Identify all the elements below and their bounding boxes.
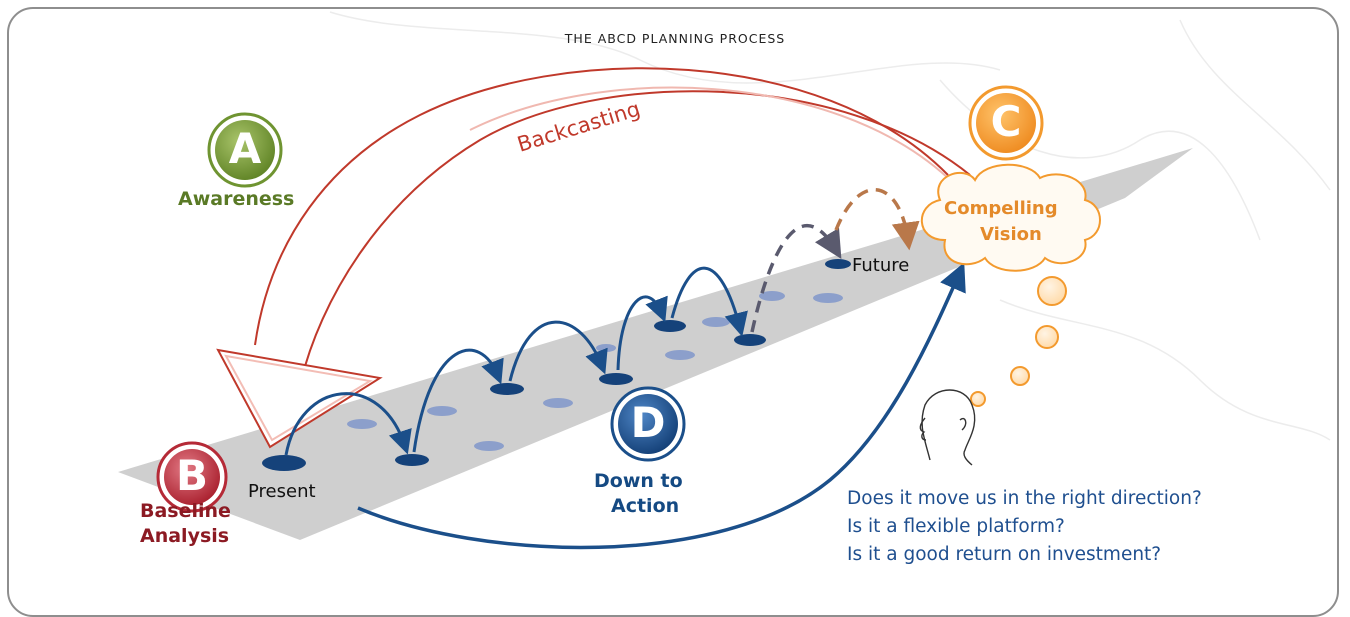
future-label: Future <box>852 255 910 276</box>
question-return: Is it a good return on investment? <box>847 544 1162 565</box>
path-dots <box>347 291 843 451</box>
step-d-letter: D <box>630 398 666 447</box>
backcasting-arrows <box>216 67 971 449</box>
step-c-letter: C <box>990 97 1022 146</box>
abcd-diagram: Backcasting <box>118 11 1331 550</box>
vision-cloud <box>920 163 1101 272</box>
action-label-line2: Action <box>611 495 680 517</box>
head-icon <box>919 389 976 466</box>
step-a-circle <box>207 112 283 188</box>
step-a-letter: A <box>228 124 262 173</box>
thought-bubbles <box>970 276 1067 407</box>
dashed-arrows <box>750 187 920 333</box>
baseline-label-line2: Analysis <box>140 525 230 547</box>
present-label: Present <box>248 481 316 502</box>
question-direction: Does it move us in the right direction? <box>847 488 1202 509</box>
step-c-circle <box>968 85 1044 161</box>
question-platform: Is it a flexible platform? <box>847 516 1065 537</box>
awareness-label: Awareness <box>178 188 295 210</box>
vision-label-line1: Compelling <box>944 198 1058 219</box>
step-d-circle <box>610 386 686 462</box>
baseline-label-line1: Baseline <box>140 500 231 522</box>
step-b-circle <box>156 441 228 513</box>
action-label-line1: Down to <box>594 470 683 492</box>
future-dot <box>825 259 851 269</box>
timeline-path <box>118 148 1193 540</box>
step-dots <box>262 259 851 471</box>
hop-arrows <box>284 262 966 550</box>
vision-label-line2: Vision <box>980 224 1042 245</box>
diagram-title: THE ABCD PLANNING PROCESS <box>564 31 786 46</box>
present-dot <box>262 455 306 471</box>
step-b-letter: B <box>175 451 208 500</box>
